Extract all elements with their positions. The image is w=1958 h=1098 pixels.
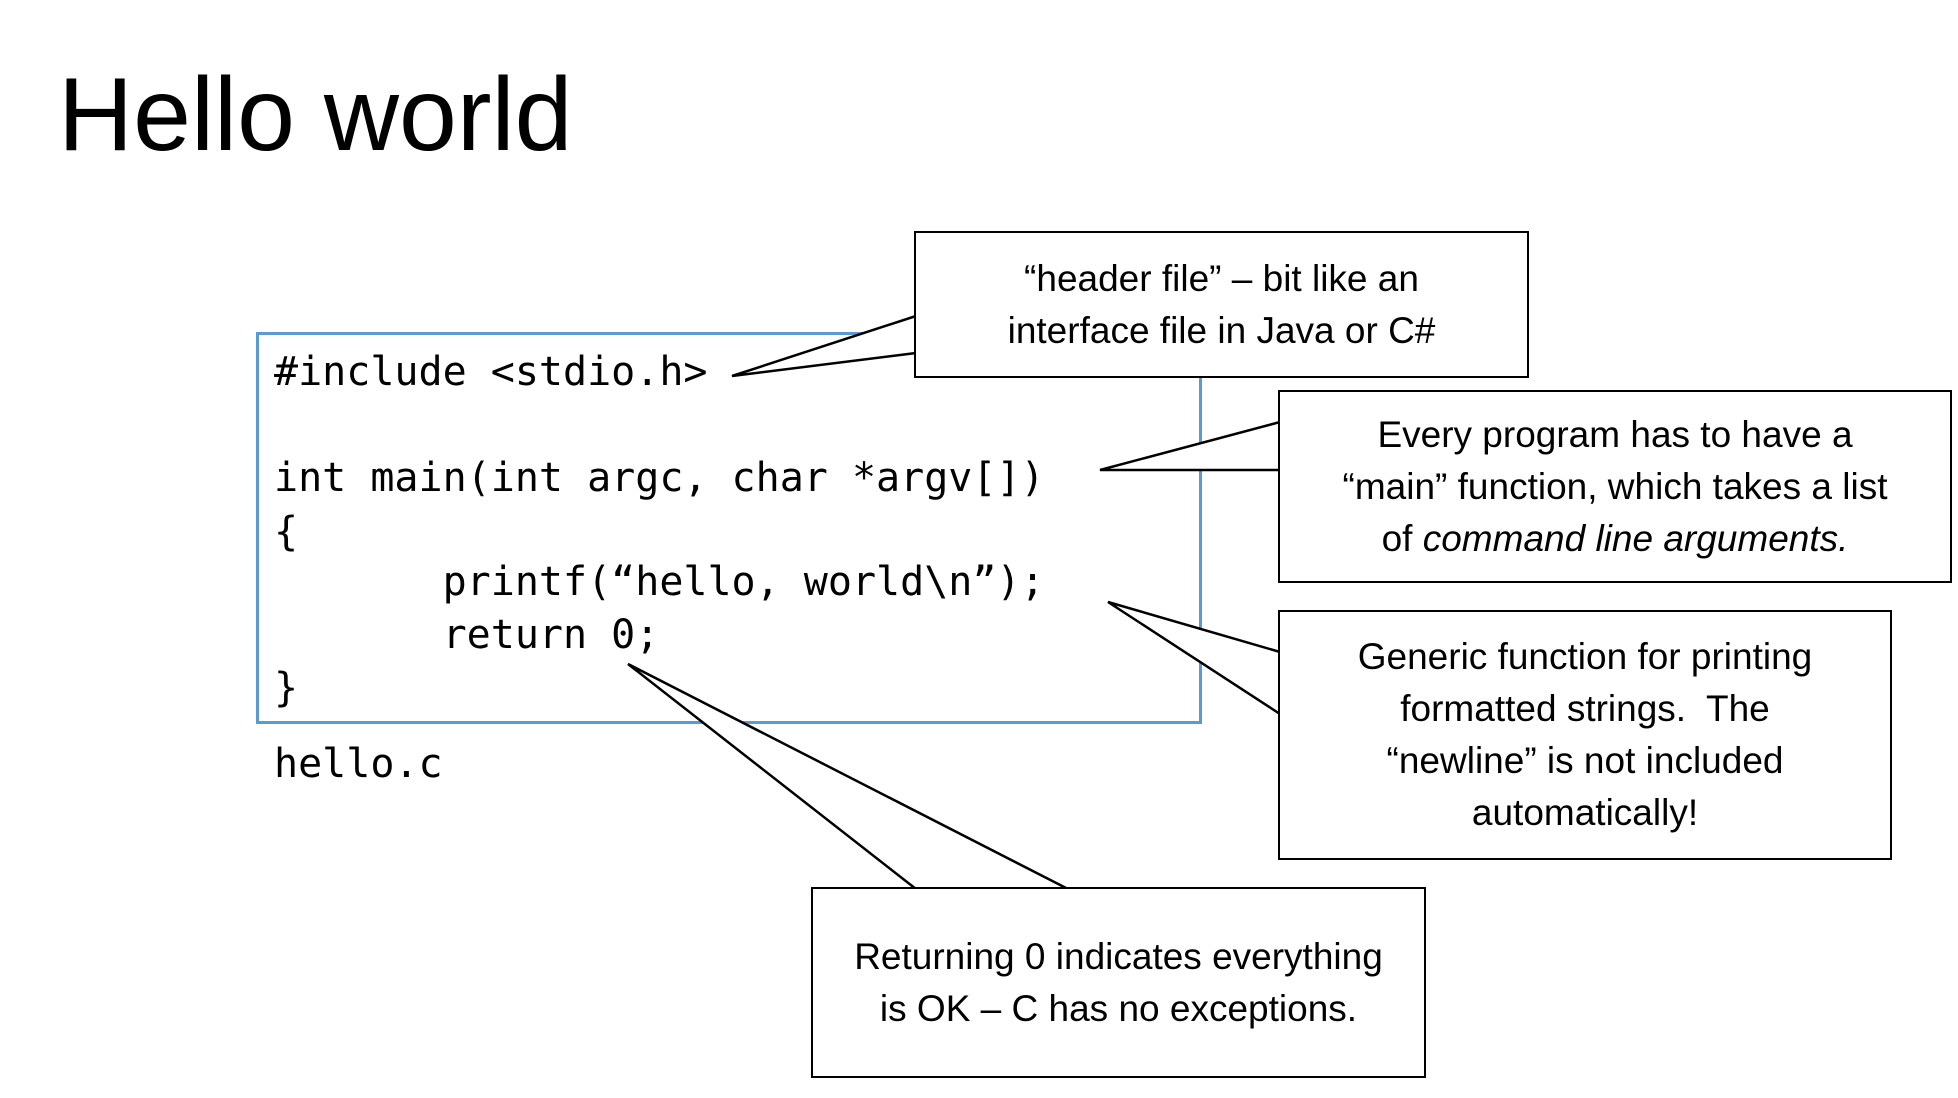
callout-return-line-1: Returning 0 indicates everything <box>854 935 1383 977</box>
callout-main-line-3-emphasis: command line arguments. <box>1422 517 1849 559</box>
callout-printf-line-1: Generic function for printing <box>1357 636 1813 677</box>
callout-header-line-2: interface file in Java or C# <box>1007 309 1436 351</box>
callout-main-line-3-prefix: of <box>1381 517 1423 559</box>
code-line-close-brace: } <box>274 665 299 711</box>
code-line-main-signature: int main(int argc, char *argv[]) <box>274 455 1045 501</box>
callout-return: Returning 0 indicates everything is OK –… <box>811 887 1426 1078</box>
callout-printf-line-4: automatically! <box>1471 792 1699 833</box>
callout-main-line-3: of command line arguments. <box>1382 513 1849 565</box>
callout-printf-line-2: formatted strings. The <box>1400 688 1770 729</box>
code-line-printf: printf(“hello, world\n”); <box>274 559 1045 605</box>
file-name-label: hello.c <box>274 741 443 787</box>
slide-title: Hello world <box>58 57 573 173</box>
code-line-open-brace: { <box>274 509 299 555</box>
callout-main-function: Every program has to have a “main” funct… <box>1278 390 1952 583</box>
code-line-return: return 0; <box>274 612 660 658</box>
callout-printf: Generic function for printing formatted … <box>1278 610 1892 860</box>
callout-header-line-1: “header file” – bit like an <box>1024 257 1419 299</box>
callout-header-file: “header file” – bit like an interface fi… <box>914 231 1529 378</box>
code-line-include: #include <stdio.h> <box>274 349 708 395</box>
callout-return-line-2: is OK – C has no exceptions. <box>879 987 1358 1029</box>
callout-main-line-1: Every program has to have a <box>1377 413 1853 455</box>
callout-printf-line-3: “newline” is not included <box>1386 740 1784 781</box>
callout-main-line-2: “main” function, which takes a list <box>1342 465 1888 507</box>
